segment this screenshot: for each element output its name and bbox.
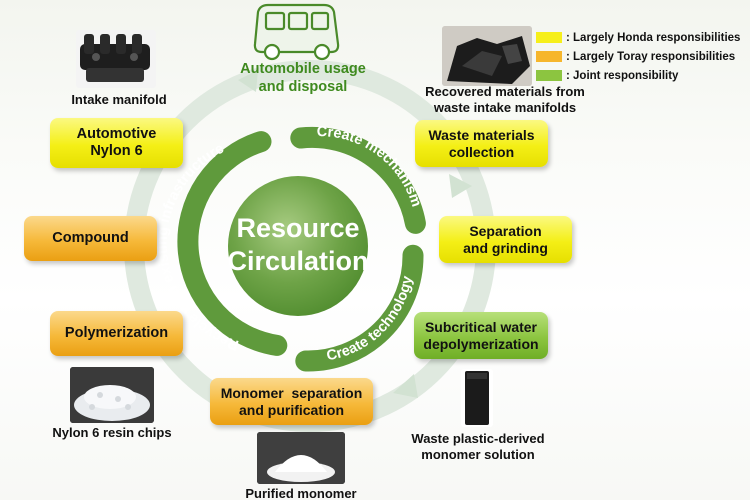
step-monomer-separation-line2: and purification (239, 401, 344, 418)
legend-item-toray: : Largely Toray responsibilities (536, 47, 740, 66)
purified-monomer-caption: Purified monomer (245, 486, 357, 501)
legend-label-toray: : Largely Toray responsibilities (566, 50, 736, 63)
step-monomer-separation: Monomer separation and purification (210, 378, 373, 425)
monomer-solution-line2: monomer solution (421, 447, 535, 463)
purified-monomer-image (257, 432, 345, 484)
legend-item-joint: : Joint responsibility (536, 66, 740, 85)
center-circle (228, 176, 368, 316)
step-polymerization-label: Polymerization (64, 324, 169, 341)
step-automotive-nylon-line2: Nylon 6 (90, 143, 143, 159)
step-separation-line2: and grinding (463, 239, 548, 256)
step-subcritical-line2: depolymerization (423, 335, 539, 352)
ring-arrowhead (449, 174, 472, 198)
step-monomer-separation-line1: Monomer separation (220, 384, 363, 401)
step-compound: Compound (24, 216, 157, 261)
usage-disposal-line2: and disposal (258, 79, 348, 96)
legend-swatch-green (536, 70, 562, 81)
step-waste-collection-line2: collection (448, 143, 515, 160)
inner-arc-top-right (290, 126, 426, 234)
recovered-caption-line1: Recovered materials from (425, 84, 585, 99)
legend-swatch-orange (536, 51, 562, 62)
legend-label-honda: : Largely Honda responsibilities (566, 31, 741, 44)
resin-chips-caption: Nylon 6 resin chips (52, 425, 172, 440)
legend: : Largely Honda responsibilities : Large… (536, 28, 740, 85)
step-automotive-nylon-line1: Automotive (76, 125, 157, 142)
step-subcritical-line1: Subcritical water (424, 318, 538, 335)
step-separation-grinding: Separation and grinding (439, 216, 572, 263)
step-waste-collection: Waste materials collection (415, 120, 548, 167)
intake-manifold-caption: Intake manifold (71, 92, 167, 107)
inner-arc-bottom-right (295, 244, 424, 372)
ring-arrowhead (238, 70, 258, 92)
step-separation-line1: Separation (469, 222, 542, 239)
step-subcritical-depolymerization: Subcritical water depolymerization (414, 312, 548, 359)
recovered-materials-image (442, 26, 532, 86)
monomer-solution-image (461, 369, 493, 427)
usage-disposal-label: Automobile usage and disposal (218, 60, 388, 96)
inner-arc-left (177, 131, 288, 356)
recovered-caption-line2: waste intake manifolds (433, 100, 577, 116)
usage-disposal-line1: Automobile usage (240, 61, 366, 77)
ring-arrowhead (393, 374, 418, 398)
step-waste-collection-line1: Waste materials (428, 126, 535, 143)
step-automotive-nylon: Automotive Nylon 6 (50, 118, 183, 168)
center-title-line2: Circulation (227, 246, 368, 276)
car-icon (253, 3, 340, 61)
step-polymerization: Polymerization (50, 311, 183, 356)
resin-chips-image (70, 367, 154, 423)
step-compound-label: Compound (52, 229, 129, 246)
intake-manifold-image (76, 30, 156, 88)
recovered-materials-caption: Recovered materials from waste intake ma… (420, 84, 590, 117)
legend-item-honda: : Largely Honda responsibilities (536, 28, 740, 47)
center-title-line1: Resource (236, 213, 359, 243)
legend-label-joint: : Joint responsibility (566, 69, 679, 82)
monomer-solution-line1: Waste plastic-derived (411, 431, 545, 446)
monomer-solution-caption: Waste plastic-derived monomer solution (398, 431, 558, 464)
legend-swatch-yellow (536, 32, 562, 43)
